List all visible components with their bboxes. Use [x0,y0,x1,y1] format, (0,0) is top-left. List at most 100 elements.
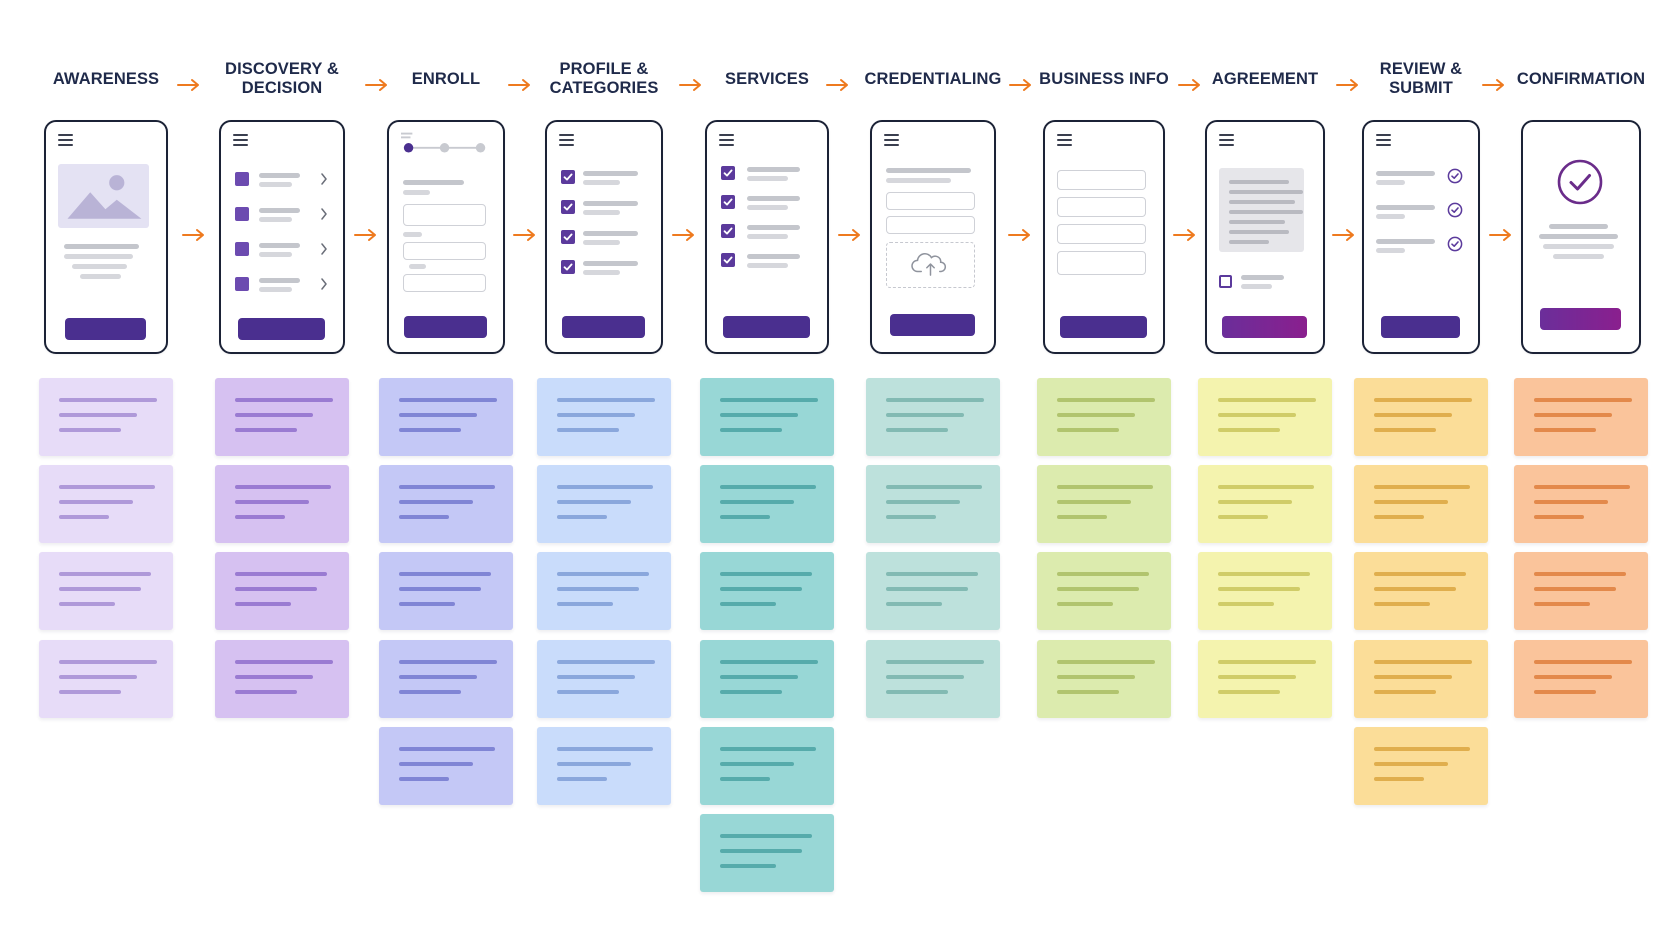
checkbox-checked-icon[interactable] [721,166,735,180]
menu-icon[interactable] [1376,134,1391,146]
input-field[interactable] [1057,251,1146,275]
checkbox-checked-icon[interactable] [561,260,575,274]
checkbox-checked-icon[interactable] [561,170,575,184]
sticky-note[interactable] [215,640,349,718]
chevron-right-icon[interactable] [320,278,328,290]
sticky-note[interactable] [215,378,349,456]
sticky-note[interactable] [700,640,834,718]
placeholder-text-line [1539,234,1618,239]
checkbox-checked-icon[interactable] [721,253,735,267]
chevron-right-icon[interactable] [320,208,328,220]
primary-button[interactable] [1540,308,1621,330]
menu-icon[interactable] [58,134,73,146]
sticky-note[interactable] [1514,378,1648,456]
sticky-note[interactable] [1354,727,1488,805]
menu-icon[interactable] [233,134,248,146]
arrow-right-icon [364,78,389,92]
sticky-note[interactable] [1514,552,1648,630]
sticky-note[interactable] [1514,640,1648,718]
sticky-note[interactable] [379,640,513,718]
placeholder-text-line [64,254,133,259]
input-field[interactable] [886,216,975,234]
sticky-note[interactable] [1354,552,1488,630]
sticky-note[interactable] [866,378,1000,456]
checkbox-empty-icon[interactable] [1219,275,1232,288]
primary-button[interactable] [1222,316,1307,338]
sticky-note[interactable] [537,465,671,543]
sticky-note[interactable] [700,378,834,456]
menu-icon[interactable] [559,134,574,146]
input-field[interactable] [403,204,486,226]
sticky-note[interactable] [1037,640,1171,718]
sticky-note-line [886,398,984,402]
sticky-note[interactable] [379,465,513,543]
sticky-note[interactable] [379,727,513,805]
sticky-note[interactable] [1354,640,1488,718]
sticky-note[interactable] [215,552,349,630]
primary-button[interactable] [1381,316,1460,338]
sticky-note[interactable] [215,465,349,543]
primary-button[interactable] [723,316,810,338]
checkbox-checked-icon[interactable] [721,224,735,238]
menu-icon[interactable] [1057,134,1072,146]
sticky-note[interactable] [1198,640,1332,718]
phone-wireframe [1043,120,1165,354]
upload-cloud-icon[interactable] [886,242,975,288]
primary-button[interactable] [65,318,146,340]
primary-button[interactable] [1060,316,1147,338]
input-field[interactable] [403,274,486,292]
checkbox-checked-icon[interactable] [561,230,575,244]
sticky-note[interactable] [537,727,671,805]
sticky-note[interactable] [1198,552,1332,630]
sticky-note[interactable] [1037,552,1171,630]
chevron-right-icon[interactable] [320,243,328,255]
input-field[interactable] [1057,197,1146,217]
sticky-note[interactable] [379,552,513,630]
sticky-note-line [399,777,449,781]
sticky-note[interactable] [537,640,671,718]
sticky-note[interactable] [866,552,1000,630]
sticky-note[interactable] [39,465,173,543]
sticky-note-line [720,660,818,664]
sticky-note[interactable] [866,640,1000,718]
sticky-note[interactable] [700,552,834,630]
placeholder-text-line [409,264,426,269]
sticky-note[interactable] [1037,378,1171,456]
sticky-note[interactable] [39,640,173,718]
sticky-note[interactable] [39,552,173,630]
checkbox-checked-icon[interactable] [721,195,735,209]
checkbox-checked-icon[interactable] [561,200,575,214]
sticky-note[interactable] [866,465,1000,543]
menu-icon[interactable] [1219,134,1234,146]
sticky-note[interactable] [537,552,671,630]
input-field[interactable] [403,242,486,260]
sticky-note[interactable] [1514,465,1648,543]
input-field[interactable] [1057,224,1146,244]
sticky-note[interactable] [1037,465,1171,543]
sticky-note[interactable] [1198,465,1332,543]
sticky-note-line [59,587,141,591]
chevron-right-icon[interactable] [320,173,328,185]
primary-button[interactable] [562,316,645,338]
primary-button[interactable] [890,314,975,336]
primary-button[interactable] [404,316,487,338]
placeholder-text-line [747,263,788,268]
menu-icon[interactable] [884,134,899,146]
sticky-note[interactable] [1354,378,1488,456]
menu-icon-bar [1219,139,1234,141]
input-field[interactable] [886,192,975,210]
sticky-note[interactable] [379,378,513,456]
sticky-note[interactable] [1354,465,1488,543]
sticky-note[interactable] [39,378,173,456]
primary-button[interactable] [238,318,325,340]
sticky-note-line [1218,572,1310,576]
sticky-note[interactable] [700,814,834,892]
sticky-note[interactable] [1198,378,1332,456]
phone-wireframe [387,120,505,354]
sticky-note[interactable] [700,727,834,805]
sticky-note[interactable] [537,378,671,456]
input-field[interactable] [1057,170,1146,190]
menu-icon[interactable] [719,134,734,146]
sticky-note[interactable] [700,465,834,543]
menu-icon-bar [58,139,73,141]
